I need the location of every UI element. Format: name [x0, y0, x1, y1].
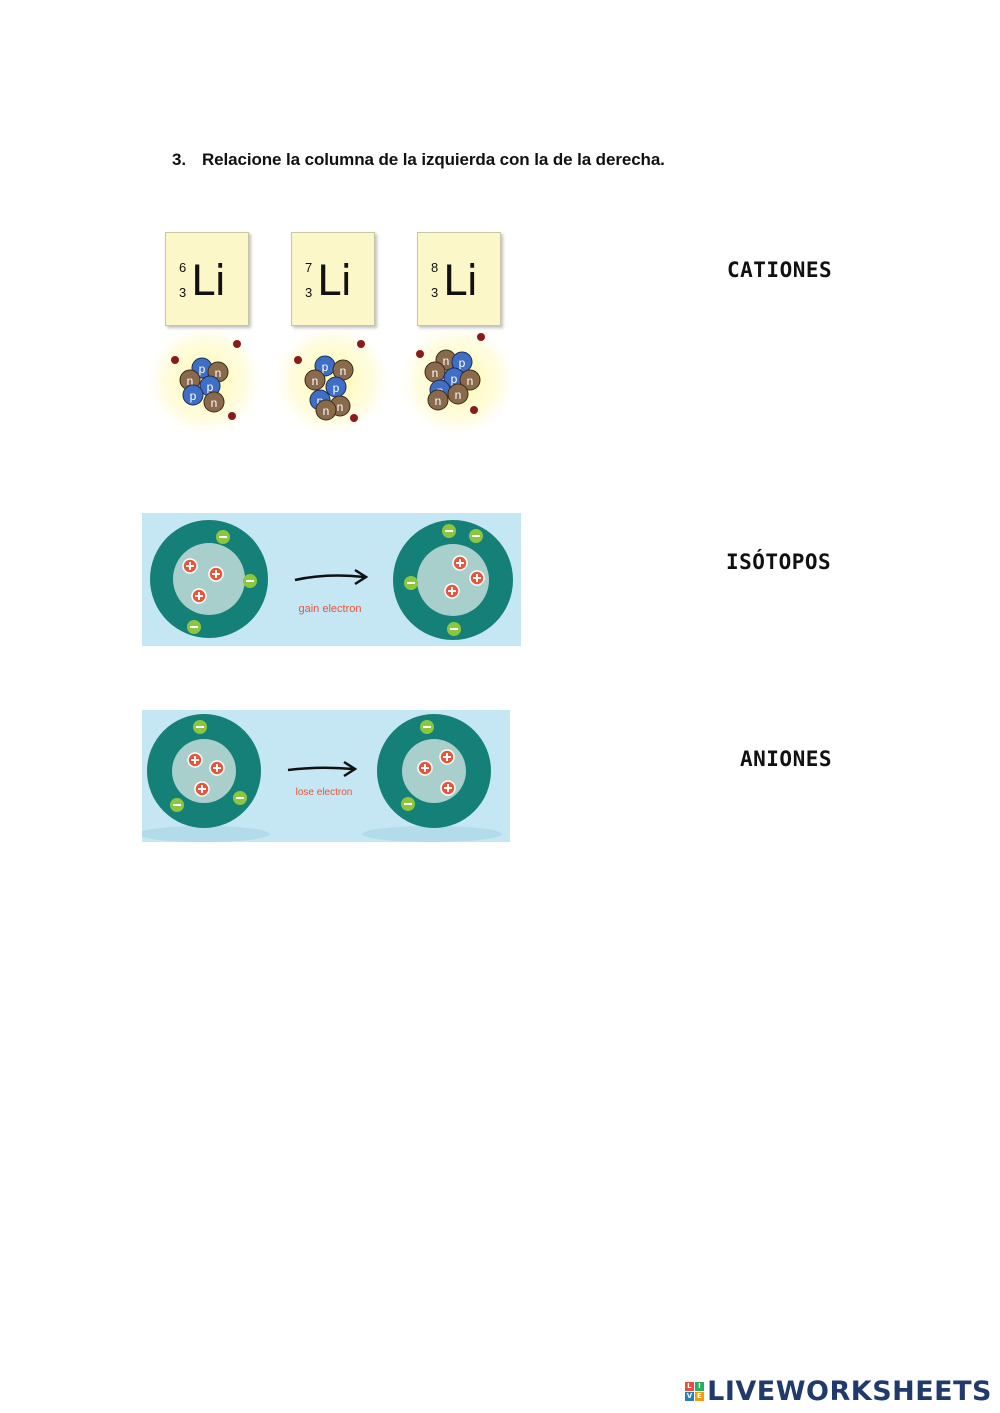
lose-electron-diagram: lose electron	[142, 710, 510, 842]
diagram-caption: gain electron	[299, 603, 362, 615]
arrow	[294, 574, 365, 582]
svg-text:p: p	[199, 362, 206, 376]
answer-aniones[interactable]: ANIONES	[740, 747, 833, 771]
cation-atom	[377, 714, 491, 828]
gain-electron-diagram: gain electron	[142, 513, 521, 646]
svg-text:p: p	[190, 389, 197, 403]
svg-text:p: p	[451, 372, 458, 386]
svg-text:n: n	[467, 374, 474, 388]
logo-mark: L I V E	[685, 1382, 705, 1401]
mass-number: 7	[305, 260, 313, 275]
liveworksheets-logo: L I V E LIVEWORKSHEETS	[685, 1376, 992, 1407]
atomic-number: 3	[179, 285, 187, 300]
neutral-atom	[150, 520, 268, 638]
svg-text:p: p	[333, 381, 340, 395]
svg-text:n: n	[443, 354, 450, 368]
instruction-number: 3.	[172, 150, 186, 169]
nucleus-li8: n p n p n p n n	[396, 330, 520, 440]
element-symbol: Li	[191, 256, 227, 305]
isotope-tile-2: 7 3 Li	[291, 232, 375, 326]
svg-text:n: n	[312, 374, 319, 388]
diagram-caption: lose electron	[296, 787, 353, 798]
instruction: 3. Relacione la columna de la izquierda c…	[172, 150, 665, 170]
arrow	[287, 766, 354, 772]
instruction-text: Relacione la columna de la izquierda con…	[202, 150, 665, 169]
neutral-atom	[147, 714, 261, 828]
svg-text:p: p	[459, 356, 466, 370]
nucleus-li7: p n n p p n n	[270, 330, 394, 440]
svg-text:n: n	[432, 366, 439, 380]
answer-isotopos[interactable]: ISÓTOPOS	[726, 550, 832, 574]
element-symbol: Li	[317, 256, 353, 305]
svg-text:n: n	[340, 364, 347, 378]
mass-number: 6	[179, 260, 187, 275]
isotope-tile-3: 8 3 Li	[417, 232, 501, 326]
svg-text:n: n	[435, 394, 442, 408]
atomic-number: 3	[431, 285, 439, 300]
atomic-number: 3	[305, 285, 313, 300]
nucleus-li6: p n n p p n	[143, 330, 267, 440]
svg-text:n: n	[211, 396, 218, 410]
svg-text:p: p	[207, 380, 214, 394]
svg-text:n: n	[455, 388, 462, 402]
answer-cationes[interactable]: CATIONES	[727, 258, 833, 282]
anion-atom	[393, 520, 513, 640]
mass-number: 8	[431, 260, 439, 275]
svg-text:n: n	[187, 374, 194, 388]
element-symbol: Li	[443, 256, 479, 305]
svg-text:n: n	[323, 404, 330, 418]
isotope-nuclei-illustration: p n n p p n p n n p p n n n p n p n p n …	[143, 330, 520, 440]
svg-text:p: p	[322, 360, 329, 374]
svg-text:n: n	[215, 366, 222, 380]
svg-text:n: n	[337, 400, 344, 414]
logo-text: LIVEWORKSHEETS	[707, 1376, 992, 1407]
isotope-tile-1: 6 3 Li	[165, 232, 249, 326]
svg-text:p: p	[317, 394, 324, 408]
